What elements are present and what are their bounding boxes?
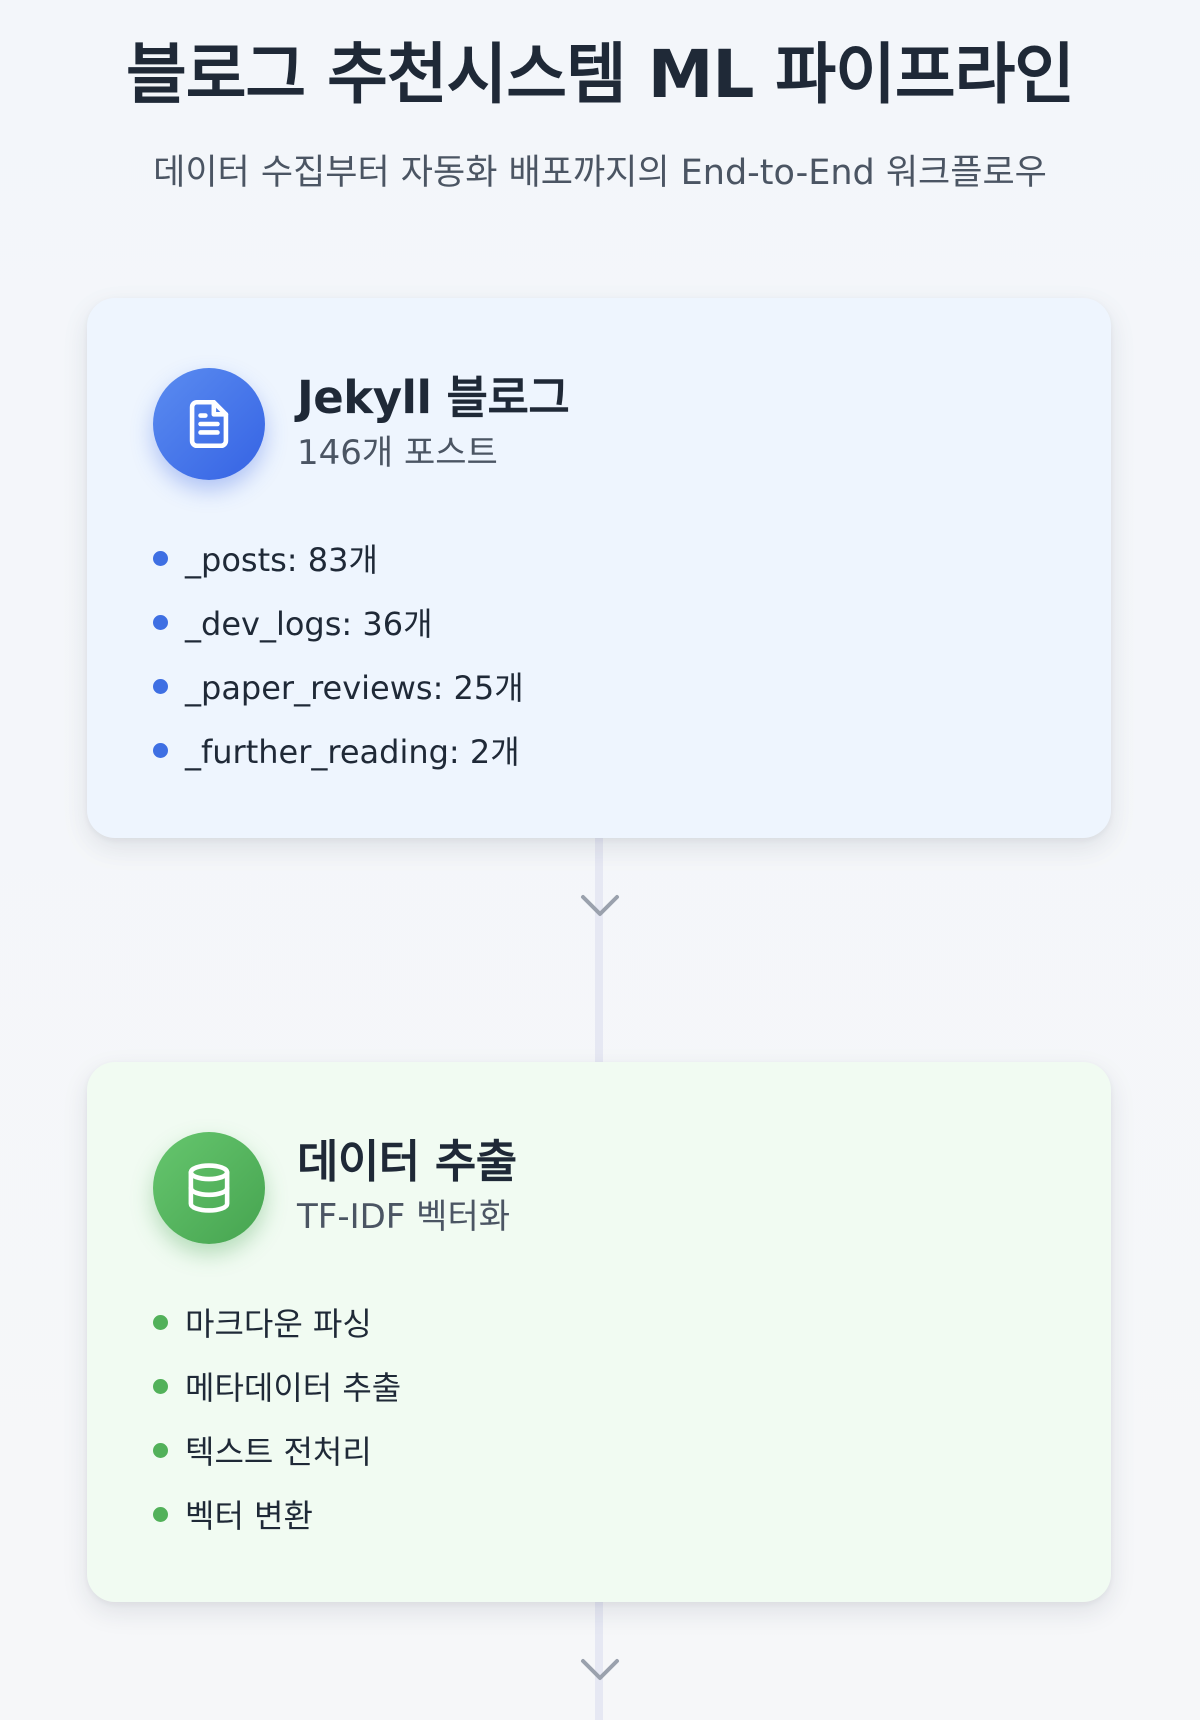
stage-feature-list: _posts: 83개 _dev_logs: 36개 _paper_review… — [153, 526, 524, 782]
bullet-dot — [153, 742, 168, 758]
bullet-dot — [153, 1506, 168, 1522]
list-item: _posts: 83개 — [153, 526, 524, 590]
chevron-down-icon — [581, 895, 619, 916]
list-item: 벡터 변환 — [153, 1482, 401, 1546]
bullet-dot — [153, 550, 168, 566]
stage-title: Jekyll 블로그 — [297, 371, 570, 424]
stage-card-data-extraction: 데이터 추출 TF-IDF 벡터화 마크다운 파싱 메타데이터 추출 텍스트 전… — [87, 1062, 1111, 1602]
stage-card-jekyll-blog: Jekyll 블로그 146개 포스트 _posts: 83개 _dev_log… — [87, 298, 1111, 838]
bullet-dot — [153, 678, 168, 694]
chevron-down-icon — [581, 1659, 619, 1680]
list-item-text: 메타데이터 추출 — [185, 1369, 402, 1407]
list-item-text: 마크다운 파싱 — [185, 1305, 372, 1343]
page-subtitle: 데이터 수집부터 자동화 배포까지의 End-to-End 워크플로우 — [153, 153, 1047, 193]
list-item: 마크다운 파싱 — [153, 1290, 401, 1354]
flow-connector-line — [595, 1602, 603, 1720]
list-item-text: 벡터 변환 — [185, 1497, 313, 1535]
list-item-text: 텍스트 전처리 — [185, 1433, 372, 1471]
bullet-dot — [153, 1378, 168, 1394]
list-item: 텍스트 전처리 — [153, 1418, 401, 1482]
list-item-text: _further_reading: 2개 — [185, 733, 520, 771]
stage-subtitle: TF-IDF 벡터화 — [297, 1197, 511, 1237]
stage-feature-list: 마크다운 파싱 메타데이터 추출 텍스트 전처리 벡터 변환 — [153, 1290, 401, 1546]
flow-connector-line — [595, 838, 603, 1062]
list-item-text: _paper_reviews: 25개 — [185, 669, 524, 707]
stage-title: 데이터 추출 — [297, 1135, 517, 1188]
page-title: 블로그 추천시스템 ML 파이프라인 — [125, 36, 1075, 113]
database-icon — [153, 1132, 265, 1244]
list-item-text: _dev_logs: 36개 — [185, 605, 433, 643]
bullet-dot — [153, 1442, 168, 1458]
document-icon — [153, 368, 265, 480]
list-item-text: _posts: 83개 — [185, 541, 378, 579]
list-item: 메타데이터 추출 — [153, 1354, 401, 1418]
stage-subtitle: 146개 포스트 — [297, 433, 498, 473]
list-item: _dev_logs: 36개 — [153, 590, 524, 654]
bullet-dot — [153, 1314, 168, 1330]
list-item: _further_reading: 2개 — [153, 718, 524, 782]
bullet-dot — [153, 614, 168, 630]
list-item: _paper_reviews: 25개 — [153, 654, 524, 718]
